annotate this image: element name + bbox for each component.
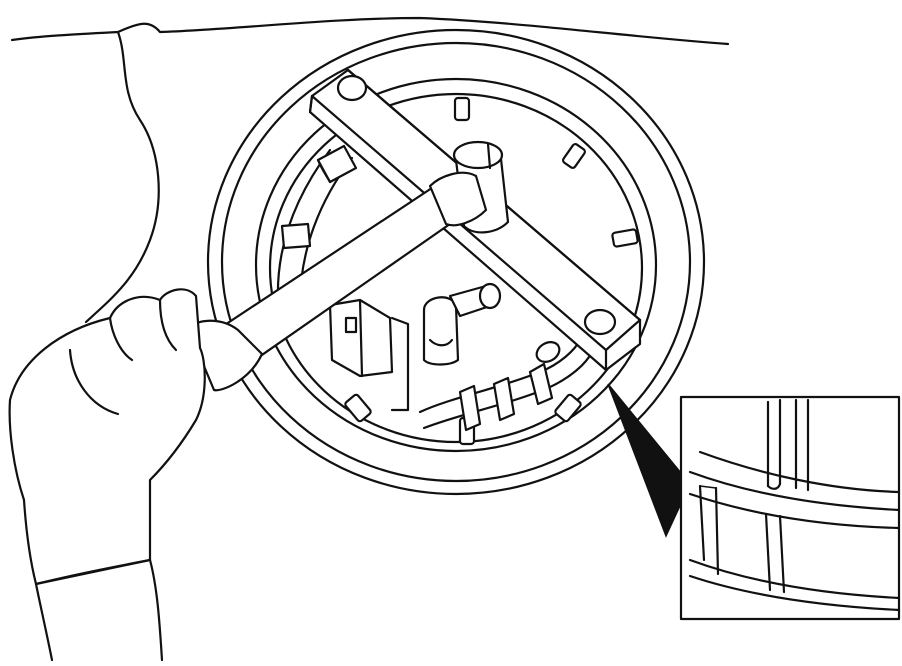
service-hole-rings (206, 28, 706, 496)
electrical-connector (328, 298, 410, 412)
tank-surface-outline (10, 16, 730, 324)
hand (8, 288, 206, 662)
curved-hose (276, 144, 358, 306)
fuel-pipe-fitting (422, 282, 502, 366)
callout-pointer (607, 383, 691, 538)
wrench-handle (186, 171, 488, 392)
inset-detail (679, 395, 901, 621)
lower-hose (418, 338, 594, 432)
